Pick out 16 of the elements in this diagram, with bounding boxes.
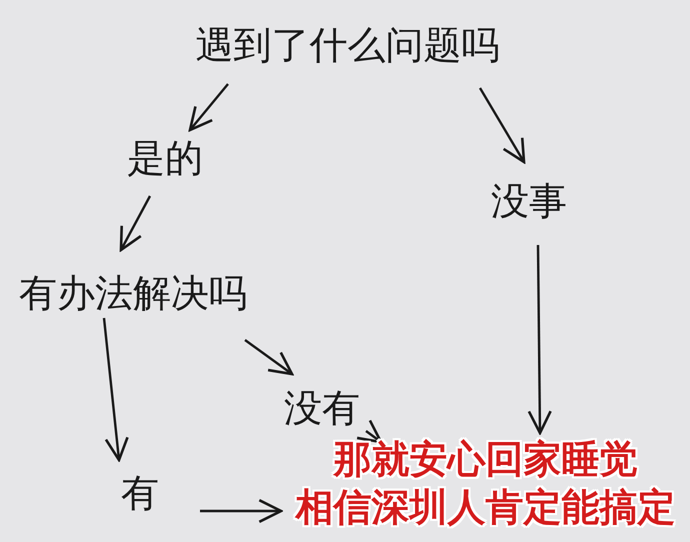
flow-text: 有办法解决吗 bbox=[8, 270, 258, 316]
arrow bbox=[188, 83, 229, 132]
arrow bbox=[478, 87, 526, 164]
arrow bbox=[356, 419, 382, 444]
flow-text: 遇到了什么问题吗 bbox=[175, 22, 520, 68]
flow-text: 有 bbox=[119, 470, 161, 516]
flow-text: 没有 bbox=[281, 385, 363, 431]
caption-line: 相信深圳人肯定能搞定 bbox=[294, 484, 676, 531]
arrow bbox=[120, 195, 152, 252]
arrow bbox=[528, 244, 552, 434]
arrow bbox=[200, 498, 282, 524]
flow-text: 是的 bbox=[122, 135, 208, 181]
arrow bbox=[102, 318, 129, 462]
flow-text: 没事 bbox=[487, 178, 571, 224]
arrow bbox=[244, 339, 294, 376]
caption-line: 那就安心回家睡觉 bbox=[332, 436, 638, 483]
